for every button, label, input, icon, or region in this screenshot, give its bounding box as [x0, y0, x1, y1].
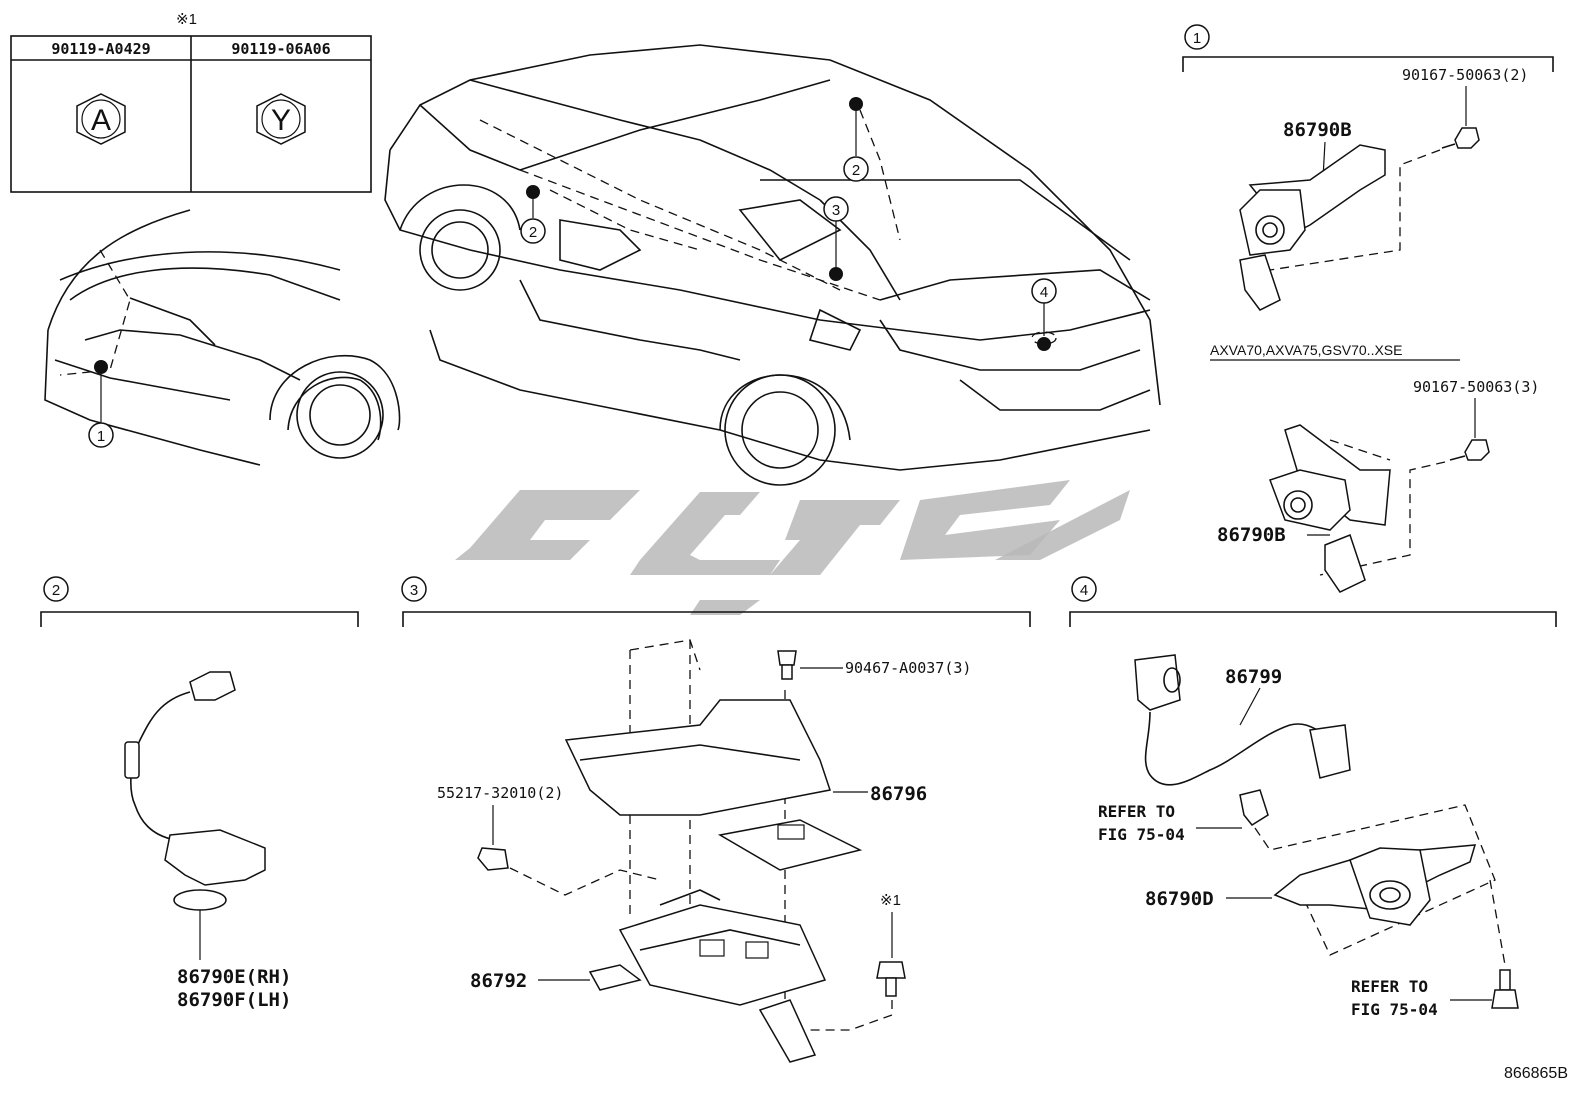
- fastener-90167-upper: 90167-50063(2): [1402, 66, 1528, 84]
- cover-86796-icon: [564, 699, 863, 871]
- bolt-a-icon: A: [76, 93, 126, 145]
- module-86792-icon: [588, 889, 827, 1063]
- camera-bracket-upper-icon: [1239, 144, 1386, 311]
- part-86796-cover: 86796: [870, 783, 927, 805]
- location-marker-3: 3: [823, 196, 849, 281]
- part-90467-clip: 90467-A0037(3): [845, 659, 971, 677]
- bolt-note-mark: ※1: [880, 892, 901, 909]
- figure-id: 866865B: [1504, 1065, 1568, 1082]
- location-marker-1: 1: [88, 360, 114, 448]
- camera-86790d-icon: [1273, 844, 1477, 926]
- grommet-icon: [1239, 789, 1269, 826]
- variant-note: AXVA70,AXVA75,GSV70..XSE: [1210, 342, 1402, 358]
- section-1-number: 1: [1193, 30, 1201, 47]
- section-2: 2 86790E(RH) 86790F(LH): [40, 576, 359, 1011]
- svg-text:A: A: [91, 104, 111, 137]
- part-86799-harness: 86799: [1225, 666, 1282, 688]
- part-86790f-lh: 86790F(LH): [177, 989, 291, 1011]
- bolt-upper-icon: [1441, 127, 1480, 149]
- part-86790e-rh: 86790E(RH): [177, 966, 291, 988]
- fastener-90167-lower: 90167-50063(3): [1413, 378, 1539, 396]
- part-55217-clamp: 55217-32010(2): [437, 784, 563, 802]
- svg-text:2: 2: [529, 224, 537, 241]
- refer-to-2-line1: REFER TO: [1351, 977, 1428, 996]
- bolt-section3-icon: [876, 961, 906, 997]
- table-part-no-2: 90119-06A06: [231, 40, 330, 58]
- svg-text:4: 4: [1040, 284, 1048, 301]
- part-86790b-upper: 86790B: [1283, 119, 1352, 141]
- side-camera-icon: [124, 671, 266, 960]
- part-86790d-camera: 86790D: [1145, 888, 1214, 910]
- svg-text:2: 2: [852, 162, 860, 179]
- harness-86799-icon: [1134, 654, 1351, 786]
- refer-to-2-line2: FIG 75-04: [1351, 1000, 1438, 1019]
- clip-icon: [777, 650, 797, 680]
- table-note-mark: ※1: [176, 11, 197, 28]
- bolt-section4-icon: [1491, 969, 1519, 1009]
- section-3: 3 90467-A0037(3) 86796 55217-32010(2) ※1: [401, 576, 1031, 1063]
- section-4-number: 4: [1080, 582, 1088, 599]
- fastener-table: ※1 90119-A0429 90119-06A06 A Y: [10, 11, 372, 193]
- table-part-no-1: 90119-A0429: [51, 40, 150, 58]
- refer-to-1-line2: FIG 75-04: [1098, 825, 1185, 844]
- section-2-number: 2: [52, 582, 60, 599]
- location-marker-2b: 2: [843, 97, 869, 182]
- location-marker-2a: 2: [520, 185, 546, 244]
- svg-text:3: 3: [832, 202, 840, 219]
- svg-text:Y: Y: [271, 104, 291, 137]
- svg-text:1: 1: [97, 428, 105, 445]
- section-3-number: 3: [410, 582, 418, 599]
- front-car-view: [44, 209, 401, 466]
- refer-to-1-line1: REFER TO: [1098, 802, 1175, 821]
- camera-bracket-lower-icon: [1269, 424, 1391, 593]
- part-86790b-lower: 86790B: [1217, 524, 1286, 546]
- watermark-logo: [455, 480, 1130, 615]
- bolt-lower-icon: [1449, 439, 1490, 461]
- section-4: 4 86799 REFER TO FIG 75-04 86790D: [1069, 576, 1557, 1019]
- section-1: 1 90167-50063(2) 86790B AXVA70,AXVA75,GS…: [1182, 24, 1554, 593]
- location-marker-4: 4: [1031, 278, 1057, 351]
- bolt-y-icon: Y: [256, 93, 306, 145]
- part-86792-module: 86792: [470, 970, 527, 992]
- main-car-view: [384, 44, 1161, 486]
- clamp-icon: [477, 847, 509, 871]
